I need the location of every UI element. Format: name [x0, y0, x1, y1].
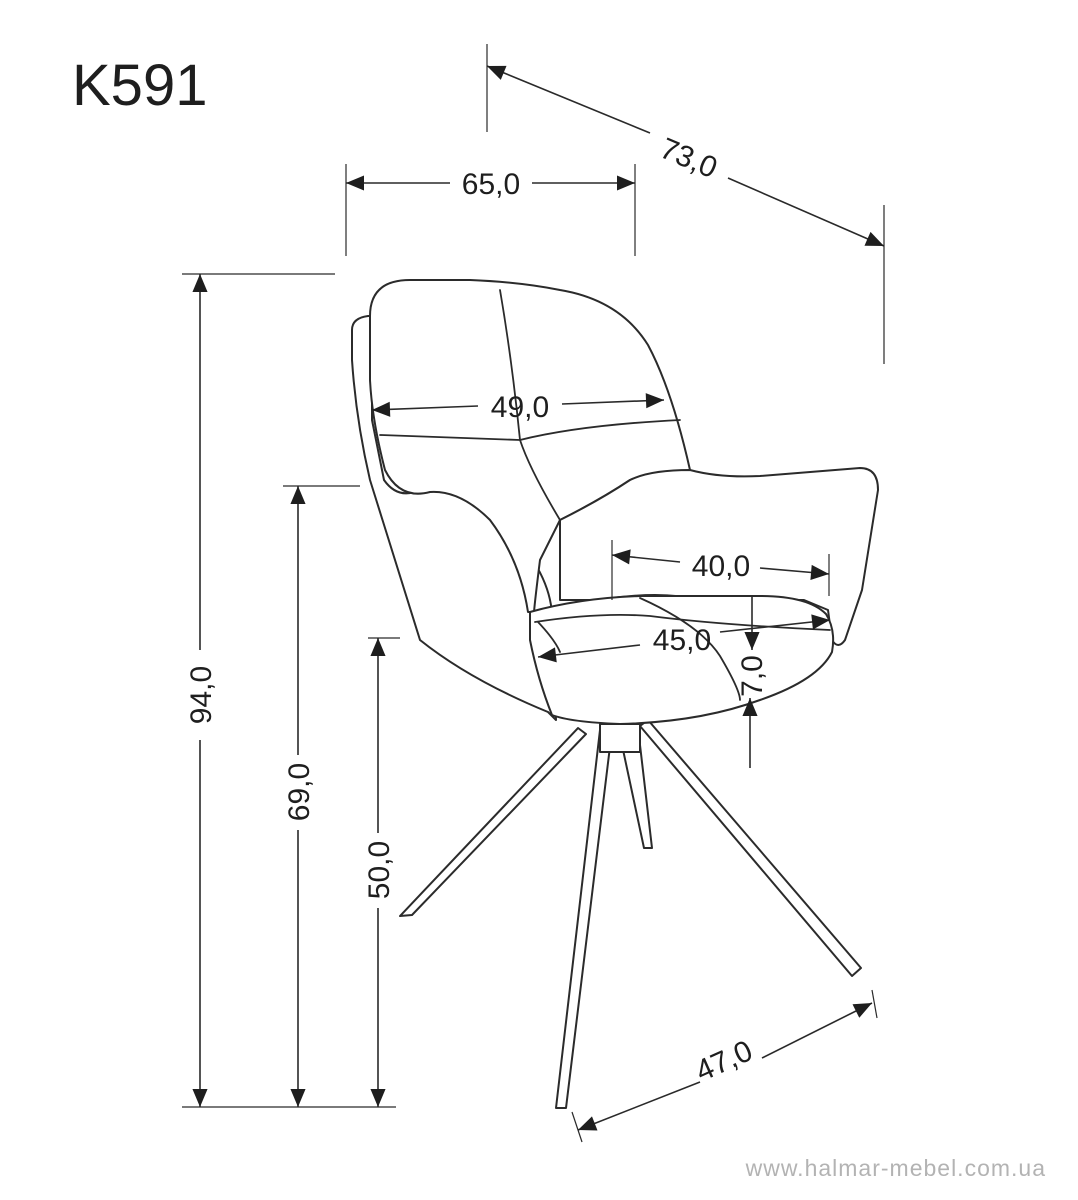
seat-cushion: [529, 595, 835, 725]
seat-width-label: 45,0: [653, 624, 711, 657]
extension-lines: [182, 44, 885, 1143]
left-leg: [399, 727, 587, 917]
rear-leg: [621, 744, 653, 849]
backrest-width-label: 49,0: [491, 391, 549, 424]
backrest-seam-vertical: [499, 289, 561, 521]
swivel-hub: [599, 723, 641, 753]
overall-width-label: 65,0: [462, 168, 520, 201]
website-watermark: www.halmar-mebel.com.ua: [745, 1155, 1046, 1181]
seat-cushion-thickness-label: 7,0: [736, 655, 769, 697]
seat-edge: [537, 621, 561, 653]
base-span-label: 47,0: [691, 1034, 758, 1088]
overall-depth-label: 73,0: [655, 132, 722, 185]
seat-height-label: 50,0: [363, 841, 396, 899]
dimension-lines: [192, 65, 885, 1131]
chair-drawing: [351, 279, 879, 1109]
model-title: K591: [72, 53, 207, 118]
seat-depth-label: 40,0: [692, 550, 750, 583]
front-leg: [555, 729, 613, 1109]
overall-height-label: 94,0: [185, 666, 218, 724]
armrest-height-label: 69,0: [283, 763, 316, 821]
seat-seam-vertical: [639, 597, 741, 701]
backrest-seam-horizontal: [379, 419, 681, 441]
